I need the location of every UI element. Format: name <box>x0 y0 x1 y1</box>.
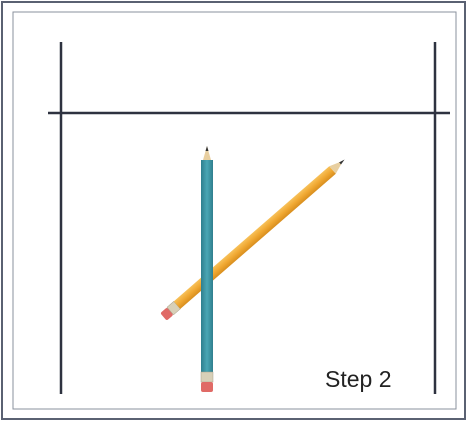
teal-pencil-icon <box>201 146 213 392</box>
step-caption: Step 2 <box>325 366 392 393</box>
inner-border <box>13 12 456 409</box>
